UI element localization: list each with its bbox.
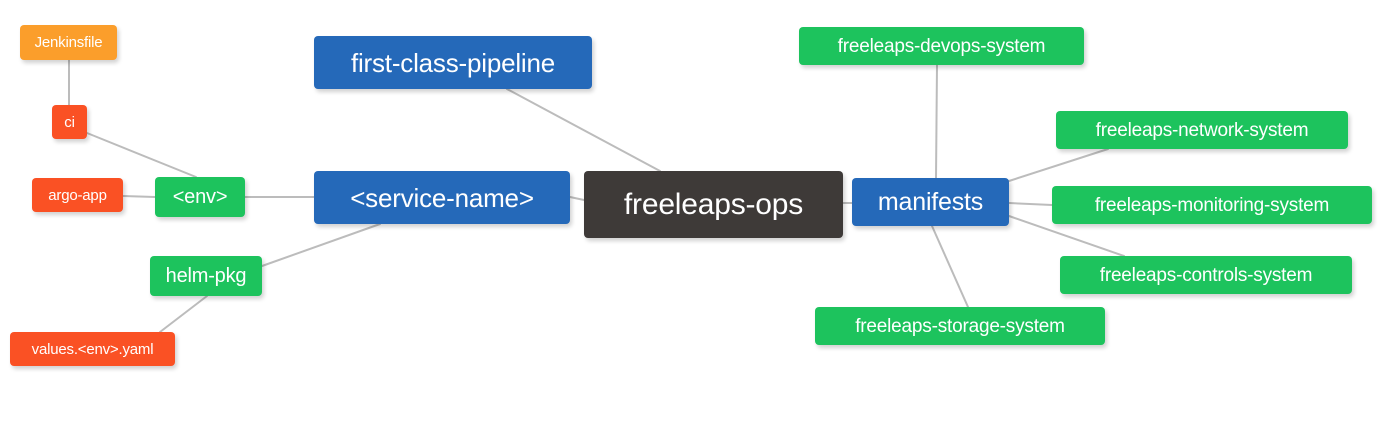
edge-manifests-to-network-sys [1008, 148, 1109, 182]
edge-manifests-to-storage-sys [931, 225, 969, 308]
node-label-root: freeleaps-ops [623, 187, 804, 221]
node-ci[interactable]: ci [52, 105, 87, 139]
node-label-first-class: first-class-pipeline [350, 47, 556, 78]
node-label-helm-pkg: helm-pkg [165, 265, 247, 287]
node-helm-pkg[interactable]: helm-pkg [150, 256, 262, 296]
edge-service-name-to-root [569, 196, 585, 201]
node-devops-sys[interactable]: freeleaps-devops-system [799, 27, 1084, 65]
node-label-network-sys: freeleaps-network-system [1095, 119, 1309, 141]
node-label-service-name: <service-name> [350, 182, 534, 213]
edge-argo-app-to-env [122, 195, 156, 198]
node-label-controls-sys: freeleaps-controls-system [1099, 264, 1313, 286]
node-label-manifests: manifests [877, 187, 984, 216]
node-values-yaml[interactable]: values.<env>.yaml [10, 332, 175, 366]
node-label-argo-app: argo-app [48, 186, 107, 204]
edge-ci-to-env [86, 132, 197, 178]
node-root[interactable]: freeleaps-ops [584, 171, 843, 238]
node-label-env: <env> [172, 186, 228, 208]
node-label-storage-sys: freeleaps-storage-system [855, 315, 1065, 337]
edge-manifests-to-devops-sys [935, 64, 938, 179]
node-env[interactable]: <env> [155, 177, 245, 217]
node-label-jenkinsfile: Jenkinsfile [34, 34, 103, 51]
node-label-monitoring: freeleaps-monitoring-system [1094, 194, 1330, 216]
edge-manifests-to-monitoring [1008, 202, 1053, 206]
edge-values-yaml-to-helm-pkg [159, 295, 208, 333]
node-argo-app[interactable]: argo-app [32, 178, 123, 212]
node-label-ci: ci [64, 113, 75, 131]
node-controls-sys[interactable]: freeleaps-controls-system [1060, 256, 1352, 294]
node-label-values-yaml: values.<env>.yaml [31, 340, 154, 358]
node-manifests[interactable]: manifests [852, 178, 1009, 226]
node-jenkinsfile[interactable]: Jenkinsfile [20, 25, 117, 60]
node-service-name[interactable]: <service-name> [314, 171, 570, 224]
node-label-devops-sys: freeleaps-devops-system [837, 35, 1046, 57]
edge-first-class-to-root [506, 88, 661, 172]
node-network-sys[interactable]: freeleaps-network-system [1056, 111, 1348, 149]
node-monitoring[interactable]: freeleaps-monitoring-system [1052, 186, 1372, 224]
node-first-class[interactable]: first-class-pipeline [314, 36, 592, 89]
edge-helm-pkg-to-service-name [261, 223, 381, 267]
node-storage-sys[interactable]: freeleaps-storage-system [815, 307, 1105, 345]
